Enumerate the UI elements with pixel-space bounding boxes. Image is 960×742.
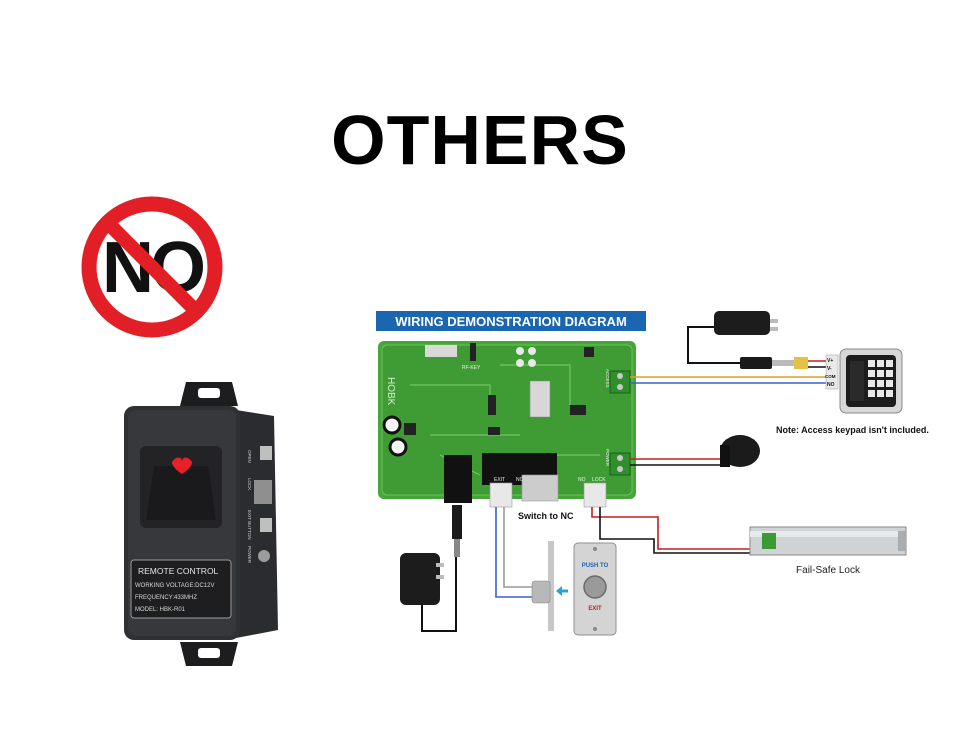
power-jack xyxy=(258,550,270,562)
pcb-antenna xyxy=(425,345,457,357)
label-nc: NC xyxy=(516,477,524,483)
connector-lock xyxy=(254,480,272,504)
diagram-banner-text: WIRING DEMONSTRATION DIAGRAM xyxy=(395,314,627,329)
lock-label: Fail-Safe Lock xyxy=(796,565,861,576)
side-label-lock: LOCK xyxy=(247,478,252,490)
side-label-power: POWER xyxy=(247,546,252,564)
lock-terminal xyxy=(762,533,776,549)
dc-plug xyxy=(740,357,772,369)
wiring-diagram: WIRING DEMONSTRATION DIAGRAM HOBK RF-KEY… xyxy=(376,311,929,636)
dc-terminal-adapter xyxy=(794,357,808,369)
label-exit: EXIT xyxy=(494,477,505,483)
keypad-keys xyxy=(868,360,893,397)
terminal-v-plus: V+ xyxy=(827,358,833,364)
terminal-no: NO xyxy=(827,382,835,388)
label-power: POWER xyxy=(605,449,610,467)
capacitor-2 xyxy=(388,437,408,457)
keypad-note: Note: Access keypad isn't included. xyxy=(776,425,929,435)
label-line-4: MODEL: HBK-R01 xyxy=(135,607,186,613)
pcb-relay-top xyxy=(529,380,551,418)
terminal-access xyxy=(609,370,631,394)
label-lock: LOCK xyxy=(592,477,606,483)
no-sign-slash xyxy=(104,219,200,315)
capacitor-1 xyxy=(382,415,402,435)
side-label-exit: EXIT BUTTON xyxy=(247,510,252,540)
diagram-banner xyxy=(376,311,646,331)
exit-connector xyxy=(489,482,513,508)
side-panel xyxy=(236,410,278,638)
board-brand: HOBK xyxy=(385,377,396,406)
label-line-2: WORKING VOLTAGE:DC12V xyxy=(135,583,214,589)
no-sign: NO xyxy=(81,196,223,338)
dc-plug-bottom xyxy=(452,505,462,539)
mount-hole-top xyxy=(198,388,220,398)
power-adapter-top xyxy=(714,311,770,335)
exit-push-button xyxy=(583,575,607,599)
power-adapter-bottom xyxy=(400,553,440,605)
terminal-com: COM xyxy=(825,374,836,379)
label-line-3: FREQUENCY:433MHZ xyxy=(135,595,197,601)
exit-button-plate-side xyxy=(548,541,554,631)
label-access: ACCESS xyxy=(605,369,610,388)
exit-button-bottom-label: EXIT xyxy=(588,606,602,612)
dc-jack xyxy=(444,455,472,503)
page-title: OTHERS xyxy=(331,101,629,179)
mount-hole-bottom xyxy=(198,648,220,658)
heart-icon xyxy=(172,457,192,474)
arrow-icon xyxy=(556,586,562,596)
connector-open xyxy=(260,446,272,460)
terminal-power xyxy=(609,452,631,476)
label-line-1: REMOTE CONTROL xyxy=(138,566,219,576)
switch-note: Switch to NC xyxy=(518,511,574,521)
label-no: NO xyxy=(578,477,586,483)
lock-connector xyxy=(583,482,607,508)
label-plate xyxy=(130,559,232,619)
nc-relay xyxy=(521,474,559,502)
terminal-v-minus: V- xyxy=(827,366,832,372)
connector-exit xyxy=(260,518,272,532)
remote-receiver-device: REMOTE CONTROL WORKING VOLTAGE:DC12V FRE… xyxy=(124,382,278,666)
side-label-open: OPEN xyxy=(247,450,252,463)
label-rf-key: RF-KEY xyxy=(462,365,481,371)
exit-button-top-label: PUSH TO xyxy=(582,563,609,569)
pcb-rf-key xyxy=(470,343,476,361)
